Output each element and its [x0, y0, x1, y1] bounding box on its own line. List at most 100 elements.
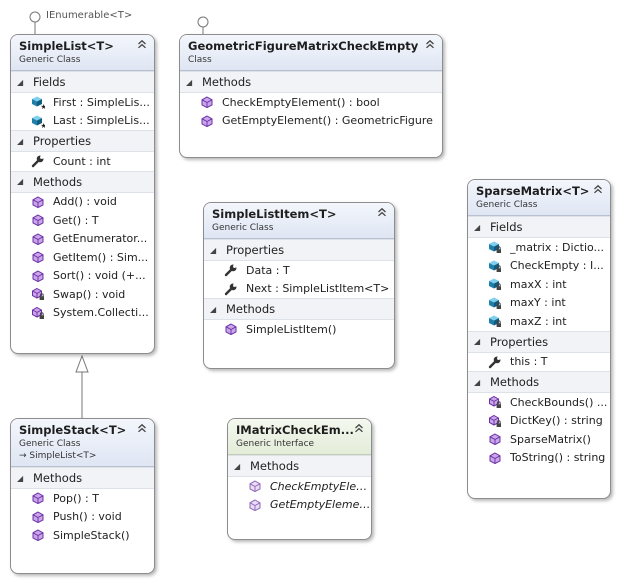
member-row[interactable]: DictKey() : string: [468, 412, 610, 431]
member-row[interactable]: Count : int: [11, 152, 154, 171]
private-method-icon: [31, 287, 45, 301]
class-title: IMatrixCheckEm...: [236, 423, 354, 437]
member-row[interactable]: CheckEmptyEleme...: [228, 477, 371, 496]
member-label: GetItem() : Sim...: [53, 250, 149, 264]
member-row[interactable]: ★ First : SimpleLis...: [11, 93, 154, 112]
class-header[interactable]: SimpleStack<T>Generic Class→ SimpleList<…: [11, 419, 154, 467]
imatrix-interface-box[interactable]: IMatrixCheckEm...Generic Interface◢Metho…: [227, 418, 372, 540]
member-row[interactable]: Data : T: [204, 261, 394, 280]
member-row[interactable]: Get() : T: [11, 211, 154, 230]
member-row[interactable]: ★Last : SimpleLis...: [11, 112, 154, 131]
section-label: Methods: [490, 375, 540, 389]
member-label: Swap() : void: [53, 287, 126, 301]
member-row[interactable]: Next : SimpleListItem<T>: [204, 280, 394, 299]
collapse-chevron-icon[interactable]: [593, 184, 603, 194]
svg-text:★: ★: [41, 103, 46, 109]
member-row[interactable]: maxZ : int: [468, 312, 610, 331]
property-icon: [31, 154, 45, 168]
sparsematrix-class-box[interactable]: SparseMatrix<T> Generic Class ◢Fields _matr…: [467, 179, 611, 499]
collapse-chevron-icon[interactable]: [377, 207, 387, 217]
section-header-methods[interactable]: ◢ Methods: [180, 71, 442, 93]
collapse-chevron-icon[interactable]: [137, 423, 147, 433]
simplestack-class-box[interactable]: SimpleStack<T>Generic Class→ SimpleList<…: [10, 418, 155, 574]
section-header-fields[interactable]: ◢Fields: [11, 71, 154, 93]
member-row[interactable]: maxY : int: [468, 294, 610, 313]
member-row[interactable]: GetEmptyElement() : GeometricFigure: [180, 112, 442, 131]
member-row[interactable]: SimpleStack(): [11, 526, 154, 545]
member-row[interactable]: GetEmptyElement...: [228, 496, 371, 515]
member-label: SimpleStack(): [53, 528, 130, 542]
member-label: ToString() : string: [510, 451, 606, 465]
member-row[interactable]: System.Collecti...: [11, 304, 154, 323]
member-row[interactable]: CheckEmptyElement() : bool: [180, 93, 442, 112]
collapse-chevron-icon[interactable]: [137, 39, 147, 49]
section-header-methods[interactable]: ◢Methods: [11, 467, 154, 489]
class-title: SimpleStack<T>: [19, 423, 127, 437]
member-row[interactable]: ToString() : string: [468, 449, 610, 468]
collapse-triangle-icon[interactable]: ◢: [474, 337, 481, 346]
method-icon: [200, 114, 214, 128]
section-header-fields[interactable]: ◢Fields: [468, 216, 610, 238]
collapse-triangle-icon[interactable]: ◢: [17, 136, 24, 146]
imatrix-lollipop: [197, 16, 209, 34]
member-row[interactable]: SimpleListItem(): [204, 320, 394, 339]
collapse-triangle-icon[interactable]: ◢: [210, 304, 217, 314]
private-field-icon: [488, 314, 502, 328]
collapse-triangle-icon[interactable]: ◢: [210, 245, 217, 255]
member-row[interactable]: SparseMatrix(): [468, 430, 610, 449]
section-label: Properties: [226, 243, 285, 257]
member-row[interactable]: Pop() : T: [11, 489, 154, 508]
method-icon: [31, 232, 45, 246]
class-title: SparseMatrix<T>: [476, 184, 590, 198]
section-header-methods[interactable]: ◢Methods: [204, 298, 394, 320]
member-row[interactable]: CheckBounds() ...: [468, 393, 610, 412]
simplelistitem-class-box[interactable]: SimpleListItem<T>Generic Class ◢ Propertie…: [203, 202, 395, 369]
class-header[interactable]: SparseMatrix<T> Generic Class: [468, 180, 610, 216]
section-header-methods[interactable]: ◢Methods: [11, 170, 154, 193]
member-row[interactable]: Add() : void: [11, 193, 154, 212]
section-header-methods[interactable]: ◢ Methods: [468, 371, 610, 393]
private-field-icon: [488, 240, 502, 254]
collapse-triangle-icon[interactable]: ◢: [186, 77, 193, 87]
class-stereotype: Class: [188, 55, 212, 65]
member-row[interactable]: _matrix : Dictio...: [468, 238, 610, 257]
class-title: SimpleListItem<T>: [212, 207, 337, 221]
section-header-methods[interactable]: ◢Methods: [228, 455, 371, 477]
member-label: GetEmptyElement...: [270, 498, 371, 512]
property-icon: [224, 263, 238, 277]
member-label: _matrix : Dictio...: [510, 240, 605, 254]
collapse-triangle-icon[interactable]: ◢: [474, 222, 481, 232]
collapse-triangle-icon[interactable]: ◢: [17, 177, 24, 186]
collapse-triangle-icon[interactable]: ◢: [474, 377, 481, 387]
simplelist-class-box[interactable]: SimpleList<T>Generic Class◢Fields ★ First …: [10, 34, 155, 354]
section-header-properties[interactable]: ◢Properties: [11, 130, 154, 152]
member-row[interactable]: maxX : int: [468, 275, 610, 294]
section-header-properties[interactable]: ◢Properties: [468, 330, 610, 353]
svg-text:★: ★: [41, 122, 46, 128]
section-label: Methods: [202, 75, 252, 89]
class-header[interactable]: IMatrixCheckEm...Generic Interface: [228, 419, 371, 455]
member-row[interactable]: Swap() : void: [11, 285, 154, 304]
collapse-chevron-icon[interactable]: [354, 423, 364, 433]
private-method-icon: [488, 414, 502, 428]
collapse-triangle-icon[interactable]: ◢: [17, 473, 24, 483]
member-label: First : SimpleLis...: [53, 95, 150, 109]
member-row[interactable]: Push() : void: [11, 508, 154, 527]
member-label: SparseMatrix(): [510, 432, 591, 446]
collapse-triangle-icon[interactable]: ◢: [17, 77, 24, 87]
property-icon: [224, 282, 238, 296]
member-row[interactable]: GetEnumerator...: [11, 230, 154, 249]
member-row[interactable]: Sort() : void (+...: [11, 267, 154, 286]
member-row[interactable]: this : T: [468, 353, 610, 372]
field-icon: ★: [31, 95, 45, 109]
collapse-triangle-icon[interactable]: ◢: [234, 461, 241, 471]
member-row[interactable]: CheckEmpty : I...: [468, 257, 610, 276]
class-header[interactable]: SimpleList<T>Generic Class: [11, 35, 154, 71]
member-row[interactable]: GetItem() : Sim...: [11, 248, 154, 267]
section-header-properties[interactable]: ◢ Properties: [204, 239, 394, 261]
collapse-chevron-icon[interactable]: [425, 39, 435, 49]
class-stereotype: Generic Class: [476, 200, 538, 210]
class-header[interactable]: SimpleListItem<T>Generic Class: [204, 203, 394, 239]
